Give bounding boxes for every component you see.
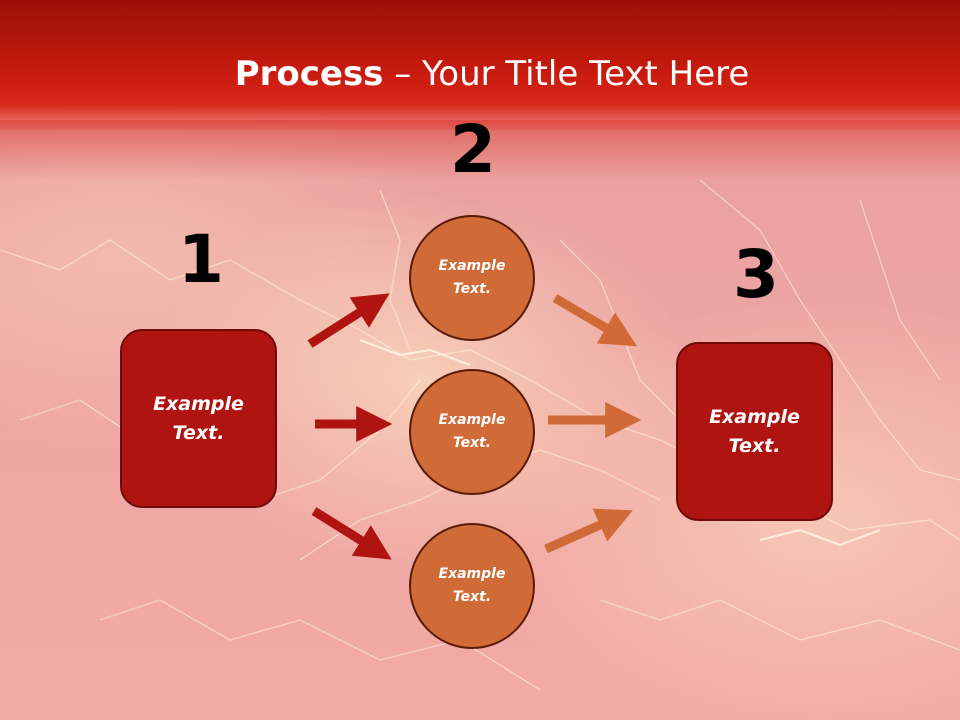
circle-bottom-text-line1: Example bbox=[438, 566, 506, 582]
step-1-number: 1 bbox=[178, 221, 224, 298]
title-bar-fade bbox=[0, 120, 960, 180]
title-bar bbox=[0, 0, 960, 130]
arrow-2c-to-3 bbox=[544, 508, 633, 554]
step-2-number: 2 bbox=[450, 111, 496, 188]
circle-top-text-line2: Text. bbox=[452, 281, 492, 297]
circle-bottom-text-line2: Text. bbox=[452, 589, 492, 605]
step-1-text-line1: Example bbox=[153, 392, 244, 415]
title-bold: Process bbox=[234, 54, 384, 94]
arrow-2a-to-3 bbox=[552, 294, 637, 347]
circle-top-text-line1: Example bbox=[438, 258, 506, 274]
step-1-text-line2: Text. bbox=[172, 421, 225, 444]
arrow-1-to-2a bbox=[307, 293, 390, 348]
title-rest: – Your Title Text Here bbox=[383, 54, 750, 94]
step-3-text-line1: Example bbox=[709, 405, 800, 428]
step-3-text-line2: Text. bbox=[728, 434, 781, 457]
circle-middle-text-line1: Example bbox=[438, 412, 506, 428]
page-title: Process – Your Title Text Here bbox=[0, 52, 960, 96]
circle-middle-text-line2: Text. bbox=[452, 435, 492, 451]
arrow-1-to-2c bbox=[311, 507, 392, 560]
step-3-number: 3 bbox=[733, 236, 779, 313]
